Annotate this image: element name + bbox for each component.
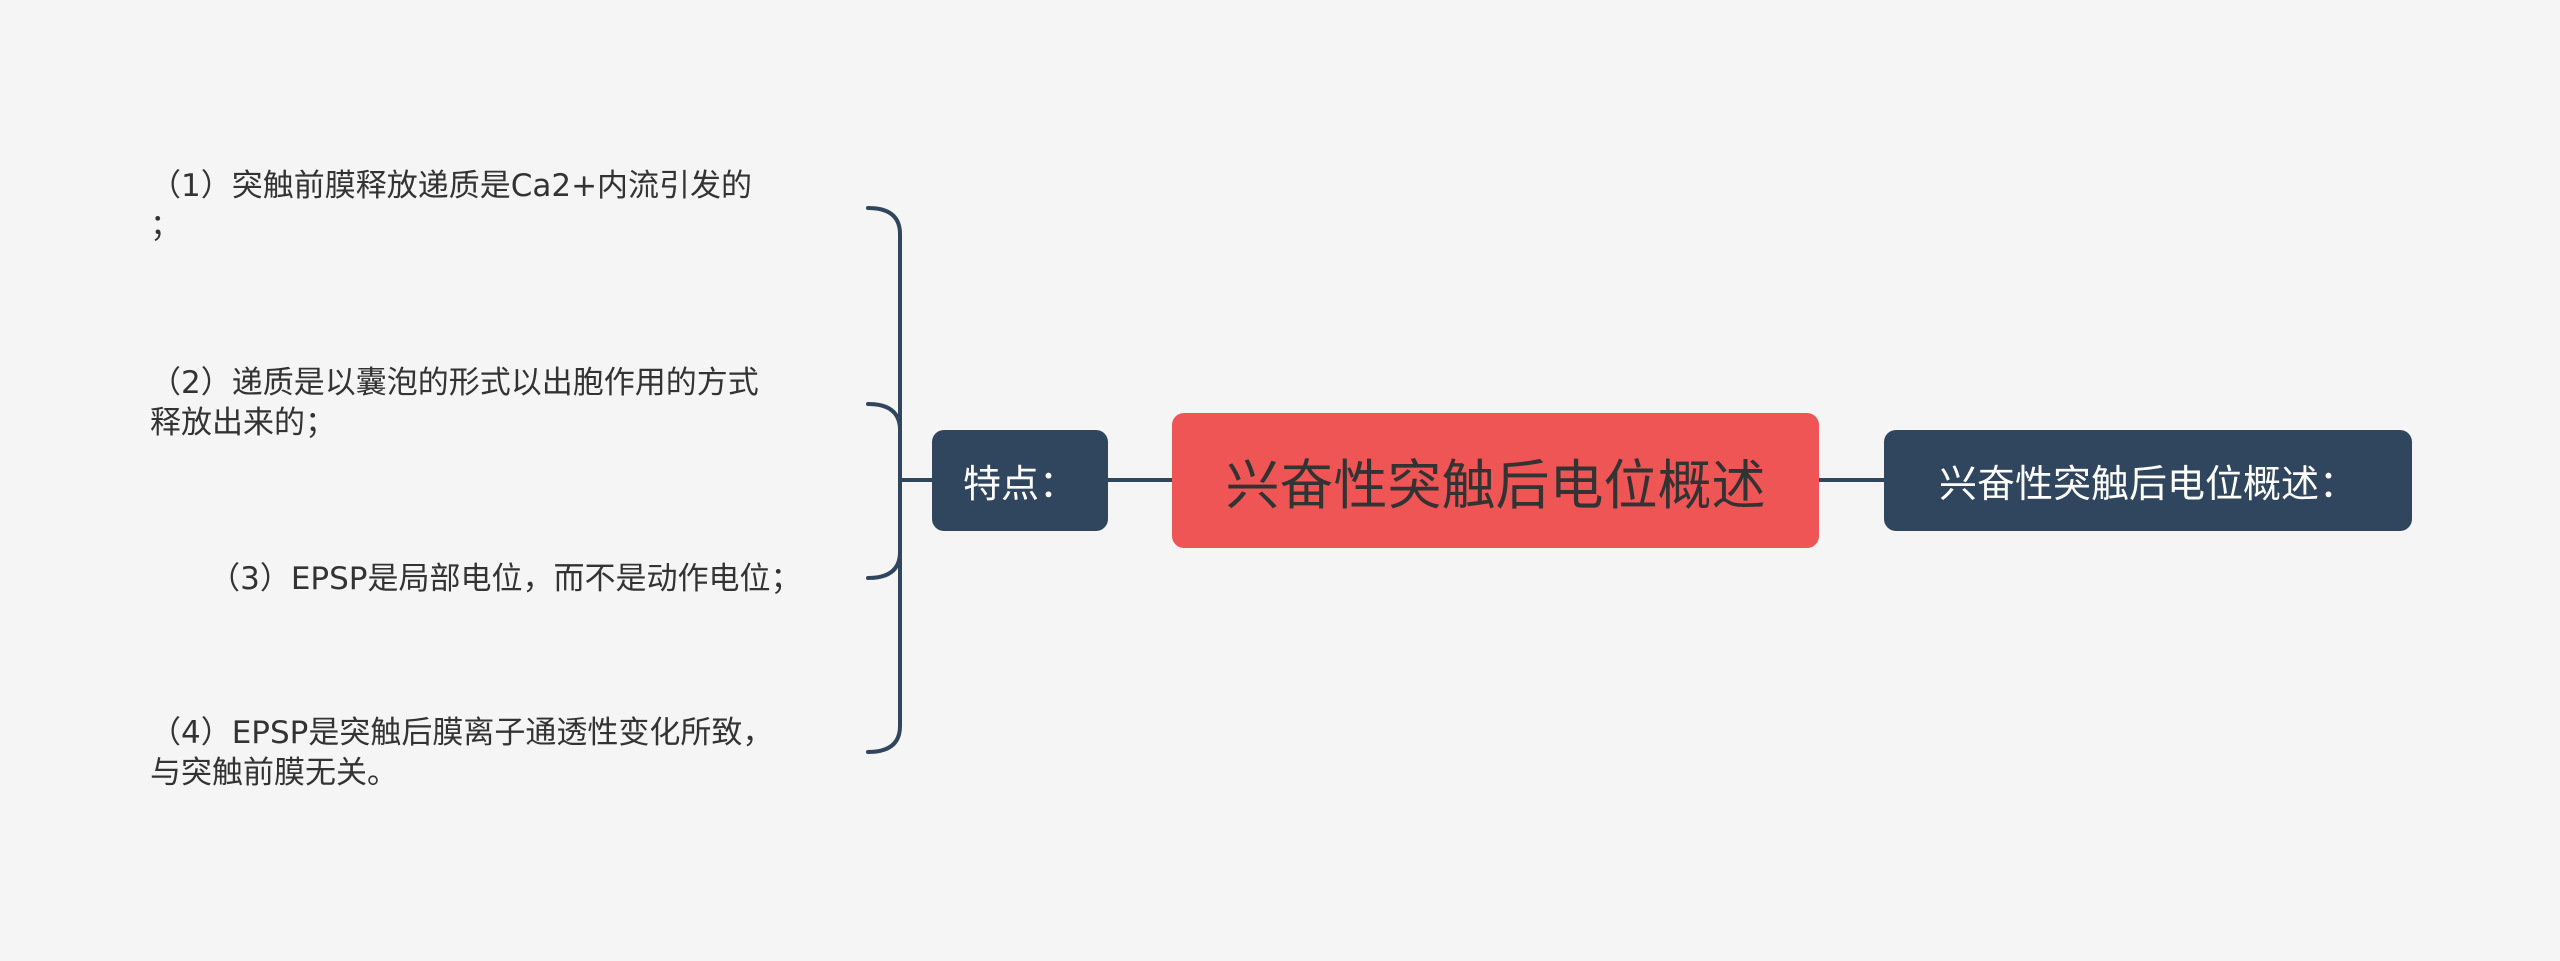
- leaf-point-4[interactable]: （4）EPSP是突触后膜离子通透性变化所致， 与突触前膜无关。: [150, 715, 774, 791]
- leaf-point-2[interactable]: （2）递质是以囊泡的形式以出胞作用的方式 释放出来的；: [150, 365, 759, 441]
- topic-node-features-label: 特点：: [962, 462, 1077, 506]
- topic-node-overview-label: 兴奋性突触后电位概述：: [1938, 462, 2357, 506]
- topic-node-overview[interactable]: 兴奋性突触后电位概述：: [1884, 430, 2412, 531]
- bracket-curve-inner: [866, 402, 902, 580]
- bracket-curve-group: [866, 206, 902, 754]
- leaf-point-1[interactable]: （1）突触前膜释放递质是Ca2+内流引发的 ；: [150, 168, 753, 244]
- central-topic-node[interactable]: 兴奋性突触后电位概述: [1172, 413, 1819, 548]
- topic-node-features[interactable]: 特点：: [932, 430, 1108, 531]
- leaf-point-3[interactable]: （3）EPSP是局部电位，而不是动作电位；: [150, 561, 802, 597]
- central-topic-label: 兴奋性突触后电位概述: [1225, 454, 1766, 517]
